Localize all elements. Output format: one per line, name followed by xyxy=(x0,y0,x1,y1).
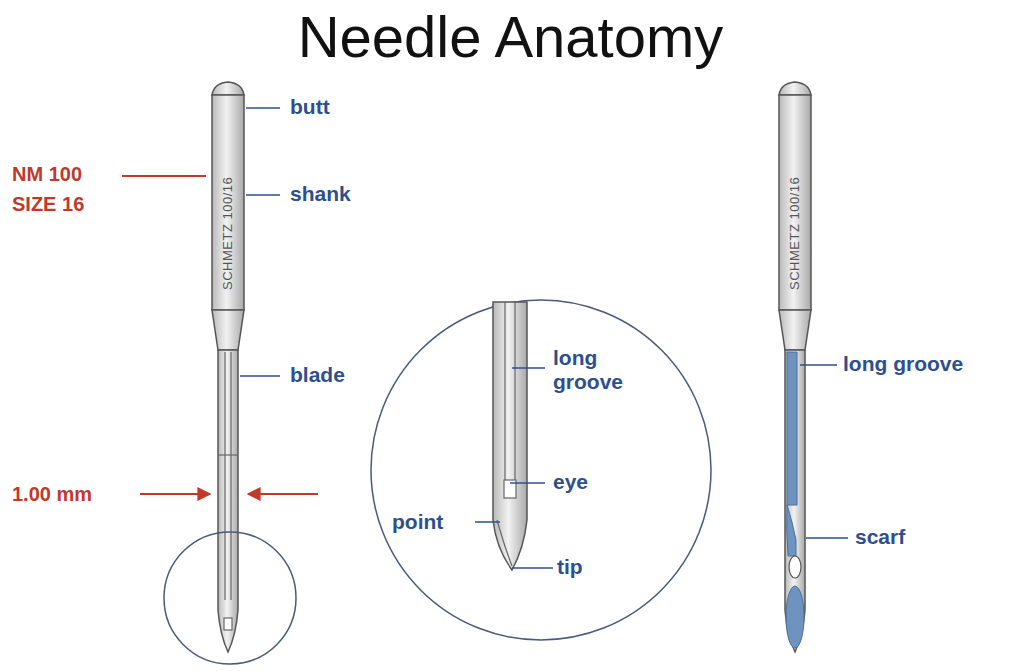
dimension-label: 1.00 mm xyxy=(12,483,92,506)
part-label: eye xyxy=(553,470,588,494)
part-label: shank xyxy=(290,182,351,206)
needle-imprint: SCHMETZ 100/16 xyxy=(788,177,803,290)
size-label: NM 100 xyxy=(12,163,82,186)
part-label: scarf xyxy=(855,525,905,549)
part-label: point xyxy=(392,510,443,534)
part-label: long groove xyxy=(553,346,663,394)
part-label: blade xyxy=(290,363,345,387)
needle-imprint: SCHMETZ 100/16 xyxy=(221,177,236,290)
size-label: SIZE 16 xyxy=(12,193,84,216)
part-label: butt xyxy=(290,95,330,119)
part-label: long groove xyxy=(843,352,963,376)
part-label: tip xyxy=(557,555,583,579)
diagram-title: Needle Anatomy xyxy=(0,4,1021,71)
